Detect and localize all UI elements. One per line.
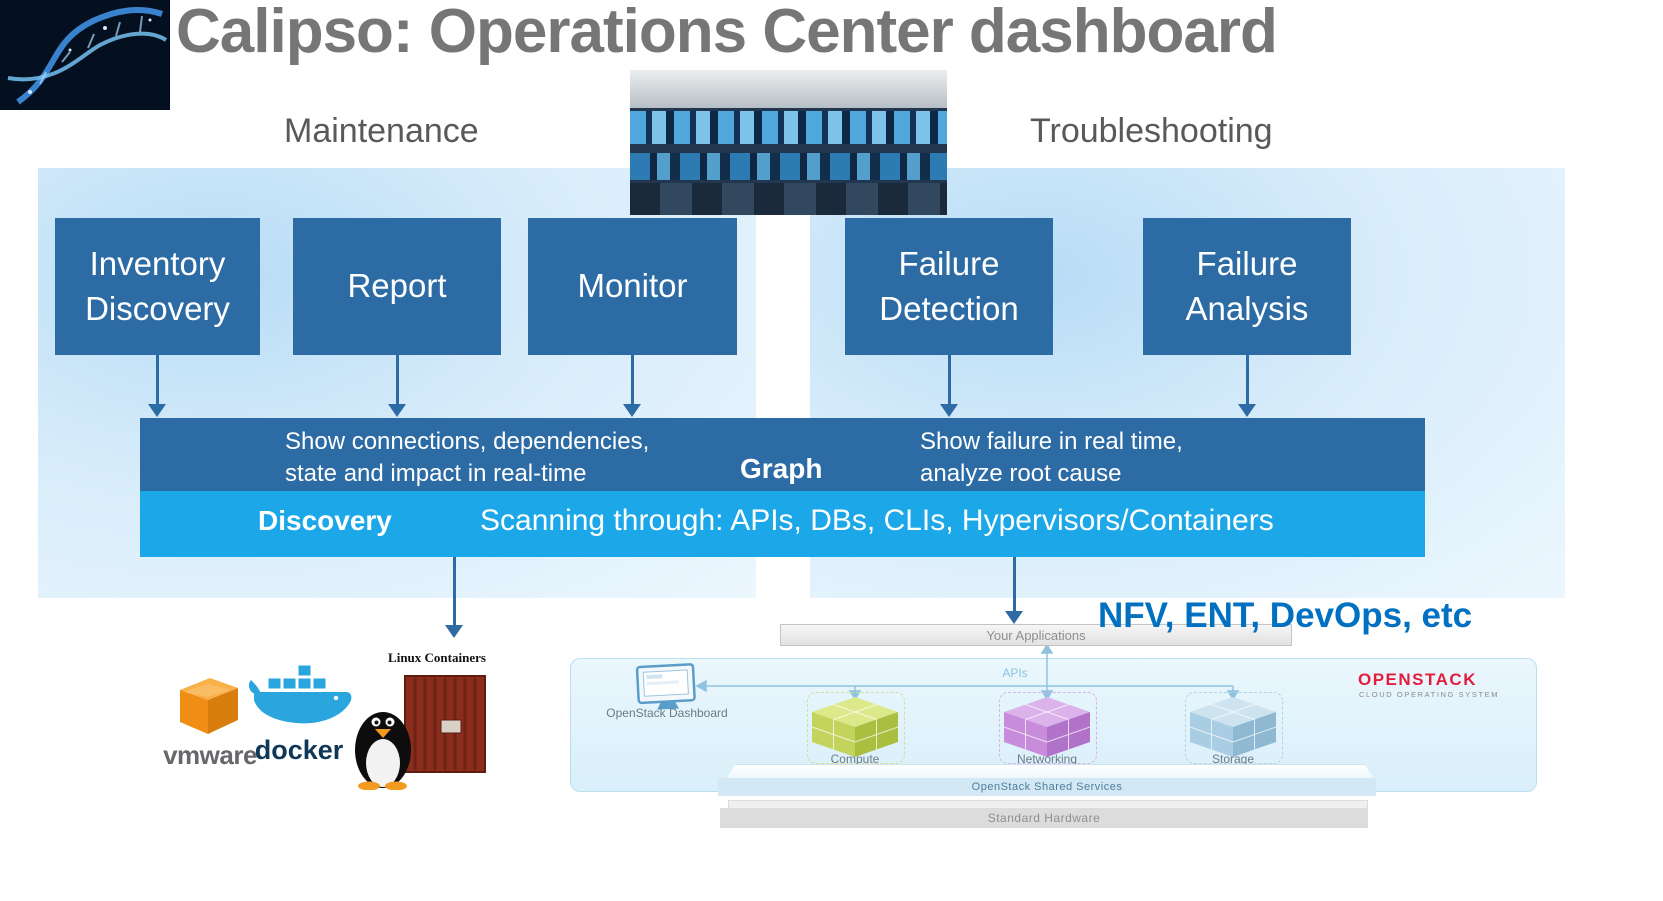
docker-whale-icon: [248, 664, 352, 724]
openstack-dashboard-label: OpenStack Dashboard: [606, 706, 728, 720]
down-arrow-head: [1005, 611, 1023, 624]
compute-label: Compute: [830, 752, 880, 766]
report-label: Report: [347, 267, 447, 305]
inventory-discovery-label: Inventory Discovery: [85, 244, 230, 327]
down-arrow-head: [388, 404, 406, 417]
linux-containers-label: Linux Containers: [388, 650, 486, 665]
monitor-box: Monitor: [528, 218, 737, 355]
storage-chip: [1185, 692, 1283, 764]
networking-label: Networking: [1016, 752, 1078, 766]
down-arrow: [1013, 557, 1016, 613]
down-arrow-head: [940, 404, 958, 417]
monitor-label: Monitor: [577, 267, 688, 305]
discovery-text: Scanning through: APIs, DBs, CLIs, Hyper…: [480, 504, 1274, 537]
graph-right-text: Show failure in real time, analyze root …: [920, 428, 1183, 487]
discovery-label: Discovery: [258, 505, 392, 536]
discovery-bar: Discovery Scanning through: APIs, DBs, C…: [140, 491, 1425, 557]
operations-center-photo: [630, 70, 947, 215]
down-arrow-head: [148, 404, 166, 417]
down-arrow: [1246, 355, 1249, 407]
page-title: Calipso: Operations Center dashboard: [176, 0, 1278, 66]
your-applications-label: Your Applications: [986, 627, 1086, 643]
dna-image: [0, 0, 170, 110]
report-box: Report: [293, 218, 501, 355]
failure-analysis-label: Failure Analysis: [1185, 244, 1309, 327]
photo-floor: [630, 183, 947, 215]
storage-label: Storage: [1211, 752, 1255, 766]
down-arrow: [948, 355, 951, 407]
dashboard-monitor-icon: [635, 663, 696, 710]
down-arrow-head: [623, 404, 641, 417]
nfv-annotation: NFV, ENT, DevOps, etc: [1098, 596, 1473, 635]
down-arrow: [396, 355, 399, 407]
shared-services-label: OpenStack Shared Services: [971, 781, 1123, 793]
networking-cube-icon: [1003, 697, 1091, 757]
graph-bar: Show connections, dependencies, state an…: [140, 418, 1425, 491]
vmware-logo-label: vmware: [163, 740, 257, 770]
compute-chip: [807, 692, 905, 764]
graph-label: Graph: [740, 453, 823, 484]
standard-hardware-band: Standard Hardware: [720, 808, 1368, 828]
down-arrow: [156, 355, 159, 407]
failure-detection-box: Failure Detection: [845, 218, 1053, 355]
inventory-discovery-box: Inventory Discovery: [55, 218, 260, 355]
shared-services-band: OpenStack Shared Services: [718, 778, 1376, 796]
shared-services-slab: [726, 764, 1374, 779]
your-applications-bar: Your Applications: [780, 624, 1292, 646]
docker-logo-label: docker: [254, 735, 344, 765]
photo-monitor-row: [630, 110, 947, 144]
down-arrow: [453, 557, 456, 627]
compute-cube-icon: [811, 697, 899, 757]
storage-cube-icon: [1189, 697, 1277, 757]
troubleshooting-section-label: Troubleshooting: [1030, 112, 1273, 150]
down-arrow: [631, 355, 634, 407]
photo-monitor-row: [630, 152, 947, 181]
failure-analysis-box: Failure Analysis: [1143, 218, 1351, 355]
down-arrow-head: [445, 625, 463, 638]
photo-ceiling: [630, 70, 947, 108]
apis-label: APIs: [1002, 666, 1028, 680]
tux-penguin-icon: [355, 712, 411, 790]
graph-left-text: Show connections, dependencies, state an…: [285, 428, 650, 487]
shipping-container-icon: [404, 675, 486, 773]
linux-container-image: [355, 675, 486, 790]
failure-detection-label: Failure Detection: [879, 244, 1019, 327]
down-arrow-head: [1238, 404, 1256, 417]
standard-hardware-label: Standard Hardware: [987, 811, 1101, 825]
vmware-logo-icon: [180, 678, 238, 734]
openstack-logo: OPENSTACK: [1358, 670, 1477, 689]
networking-chip: [999, 692, 1097, 764]
dna-helix-icon: [0, 0, 170, 110]
maintenance-section-label: Maintenance: [284, 112, 479, 150]
openstack-logo-subtitle: CLOUD OPERATING SYSTEM: [1359, 690, 1500, 699]
